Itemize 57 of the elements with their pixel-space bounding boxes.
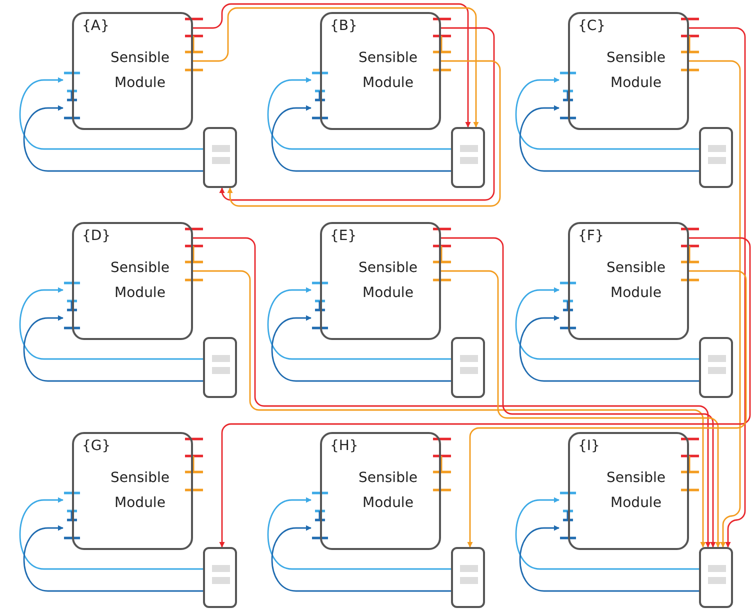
module-tag: {I} xyxy=(578,438,600,454)
module-box xyxy=(568,222,689,340)
arrow xyxy=(19,497,203,570)
arrow xyxy=(519,525,699,592)
module-box xyxy=(320,222,441,340)
module-tag: {E} xyxy=(330,228,357,244)
arrow xyxy=(271,105,451,172)
module-tag: {H} xyxy=(330,438,358,454)
arrow xyxy=(19,77,203,150)
arrow xyxy=(267,77,451,150)
module-label: Sensible Module xyxy=(358,49,418,93)
module-box xyxy=(72,12,193,130)
arrow xyxy=(227,60,501,207)
arrow xyxy=(467,270,747,548)
module-label: Sensible Module xyxy=(606,259,666,303)
arrow xyxy=(23,105,203,172)
arrow xyxy=(267,287,451,360)
module-box xyxy=(320,432,441,550)
arrow xyxy=(19,287,203,360)
device-box xyxy=(203,127,237,188)
arrow xyxy=(267,497,451,570)
module-label: Sensible Module xyxy=(110,49,170,93)
module-box xyxy=(568,432,689,550)
arrow xyxy=(23,525,203,592)
module-label: Sensible Module xyxy=(358,259,418,303)
module-tag: {G} xyxy=(82,438,111,454)
arrow xyxy=(271,525,451,592)
module-tag: {F} xyxy=(578,228,604,244)
module-box xyxy=(72,432,193,550)
device-box xyxy=(699,127,733,188)
module-tag: {D} xyxy=(82,228,111,244)
arrow xyxy=(271,315,451,382)
arrow xyxy=(219,27,495,201)
module-label: Sensible Module xyxy=(606,49,666,93)
module-tag: {A} xyxy=(82,18,110,34)
module-label: Sensible Module xyxy=(358,469,418,513)
device-box xyxy=(699,337,733,398)
arrow xyxy=(519,315,699,382)
device-box xyxy=(451,547,485,608)
device-box xyxy=(203,337,237,398)
module-tag: {C} xyxy=(578,18,606,34)
device-box xyxy=(203,547,237,608)
device-box xyxy=(451,337,485,398)
device-box xyxy=(451,127,485,188)
arrow xyxy=(515,77,699,150)
module-label: Sensible Module xyxy=(110,259,170,303)
module-box xyxy=(72,222,193,340)
arrow xyxy=(515,497,699,570)
module-tag: {B} xyxy=(330,18,358,34)
arrow xyxy=(515,287,699,360)
module-label: Sensible Module xyxy=(606,469,666,513)
module-label: Sensible Module xyxy=(110,469,170,513)
arrow xyxy=(519,105,699,172)
arrow xyxy=(23,315,203,382)
module-box xyxy=(320,12,441,130)
device-box xyxy=(699,547,733,608)
module-box xyxy=(568,12,689,130)
